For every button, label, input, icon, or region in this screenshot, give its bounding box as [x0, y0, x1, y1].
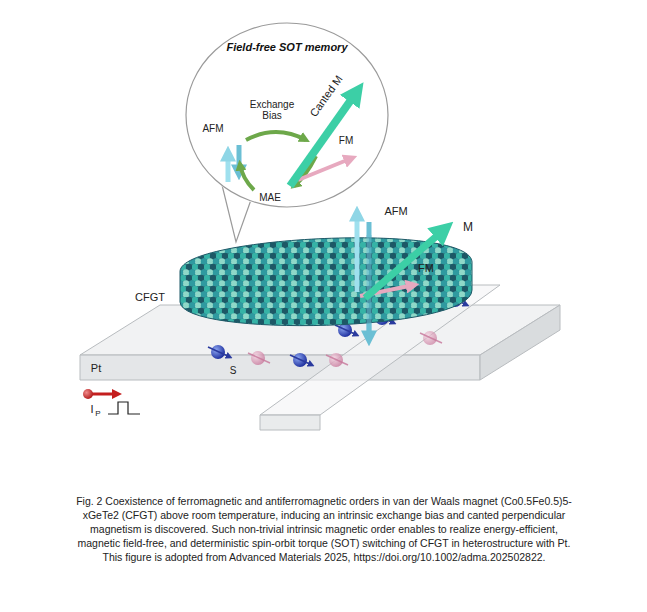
bubble-ellipse	[186, 23, 388, 207]
afm-down-arrow-front	[367, 235, 372, 340]
callout-bubble: Field-free SOT memory	[185, 22, 389, 208]
afm-up-arrow	[355, 212, 360, 292]
current-symbol: I	[90, 403, 93, 415]
current-subscript: P	[95, 410, 100, 419]
vector-label: M	[463, 221, 473, 234]
bubble-fill	[185, 22, 389, 208]
material-label: CFGT	[135, 291, 165, 303]
order-label: FM	[339, 135, 353, 146]
bubble-illustration	[228, 90, 358, 190]
order-label: AFM	[384, 205, 407, 217]
order-label: AFM	[202, 123, 223, 134]
afm-down-arrow	[367, 222, 372, 340]
figure-caption: Fig. 2 Coexistence of ferromagnetic and …	[76, 494, 572, 564]
cfgt-layer	[180, 238, 472, 326]
order-label: FM	[418, 262, 434, 274]
material-label: Pt	[91, 362, 101, 374]
coupling-label: Exchange Bias	[245, 99, 299, 121]
anisotropy-label: MAE	[259, 192, 281, 203]
spin-label: S	[230, 365, 237, 376]
m-arrow	[365, 228, 446, 298]
bubble-title: Field-free SOT memory	[185, 41, 389, 53]
